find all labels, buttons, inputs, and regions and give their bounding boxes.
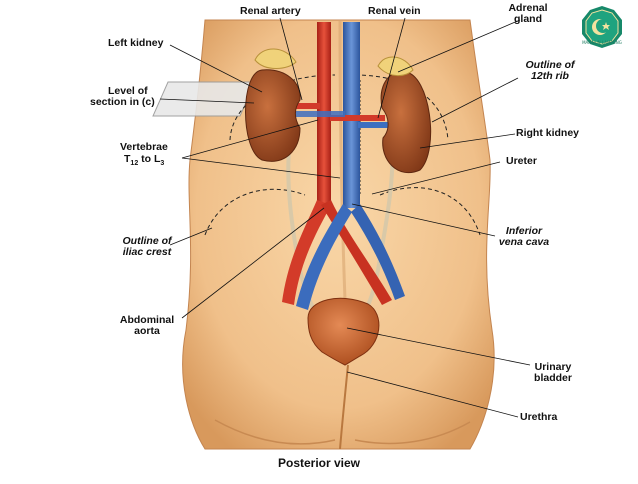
spine-groove bbox=[338, 19, 347, 301]
gluteal-fold-right bbox=[354, 421, 471, 445]
rib-outline-right bbox=[354, 74, 449, 141]
right-adrenal-gland bbox=[377, 56, 414, 76]
section-plane bbox=[152, 81, 256, 117]
rib-outline-label-line2: 12th rib bbox=[531, 70, 569, 82]
vertebrae-t12: 12 bbox=[130, 160, 139, 168]
iliac-crest-label-line2: iliac crest bbox=[122, 246, 172, 258]
left-kidney bbox=[245, 69, 301, 162]
rib-outline-label-line1: Outline of bbox=[525, 59, 575, 71]
right-kidney bbox=[380, 71, 432, 174]
urinary-bladder bbox=[307, 297, 380, 366]
inferior-vena-cava-label-line2: vena cava bbox=[498, 236, 550, 248]
abdominal-aorta-label-line1: Abdominal bbox=[119, 314, 175, 326]
logo-caption: MAMNUN LAMPUNG bbox=[582, 40, 622, 45]
left-kidney-label: Left kidney bbox=[108, 37, 164, 49]
iliac-artery-left bbox=[282, 200, 331, 305]
figure-caption: Posterior view bbox=[277, 456, 361, 470]
leader-lines bbox=[159, 17, 531, 418]
vertebrae-to-l: to L bbox=[138, 153, 161, 165]
inferior-vena-cava-label-line1: Inferior bbox=[505, 225, 543, 237]
iliac-vein-left bbox=[296, 204, 352, 310]
renal-artery-label: Renal artery bbox=[240, 5, 301, 17]
iliac-crest-outline-left bbox=[204, 188, 306, 236]
ureter-label: Ureter bbox=[506, 155, 537, 167]
vertebrae-label-line1: Vertebrae bbox=[120, 141, 168, 153]
abdominal-aorta-label-line2: aorta bbox=[134, 325, 160, 337]
university-logo-icon bbox=[582, 6, 622, 48]
renal-vein-left bbox=[292, 111, 345, 117]
left-adrenal-gland bbox=[254, 48, 297, 69]
urethra-label: Urethra bbox=[520, 411, 558, 423]
gluteal-cleft bbox=[339, 364, 349, 450]
iliac-vein-right bbox=[351, 204, 405, 300]
vertebrae-l3: 3 bbox=[160, 160, 165, 168]
level-of-section-label-line2: section in (c) bbox=[90, 96, 155, 108]
urinary-bladder-label-line2: bladder bbox=[534, 372, 572, 384]
renal-vein-label: Renal vein bbox=[368, 5, 421, 17]
level-of-section-label-line1: Level of bbox=[108, 85, 148, 97]
renal-vein-right bbox=[358, 122, 388, 128]
adrenal-gland-label-line2: gland bbox=[514, 13, 542, 25]
vertebrae-label-line2: T12 to L3 bbox=[124, 154, 164, 169]
iliac-crest-label-line1: Outline of bbox=[122, 235, 172, 247]
adrenal-gland-label-line1: Adrenal bbox=[508, 2, 548, 14]
vertebrae-t: T bbox=[124, 153, 131, 165]
gluteal-fold-left bbox=[214, 419, 336, 445]
urinary-bladder-label-line1: Urinary bbox=[534, 361, 572, 373]
right-kidney-label: Right kidney bbox=[516, 127, 580, 139]
iliac-crest-outline-right bbox=[379, 187, 481, 236]
